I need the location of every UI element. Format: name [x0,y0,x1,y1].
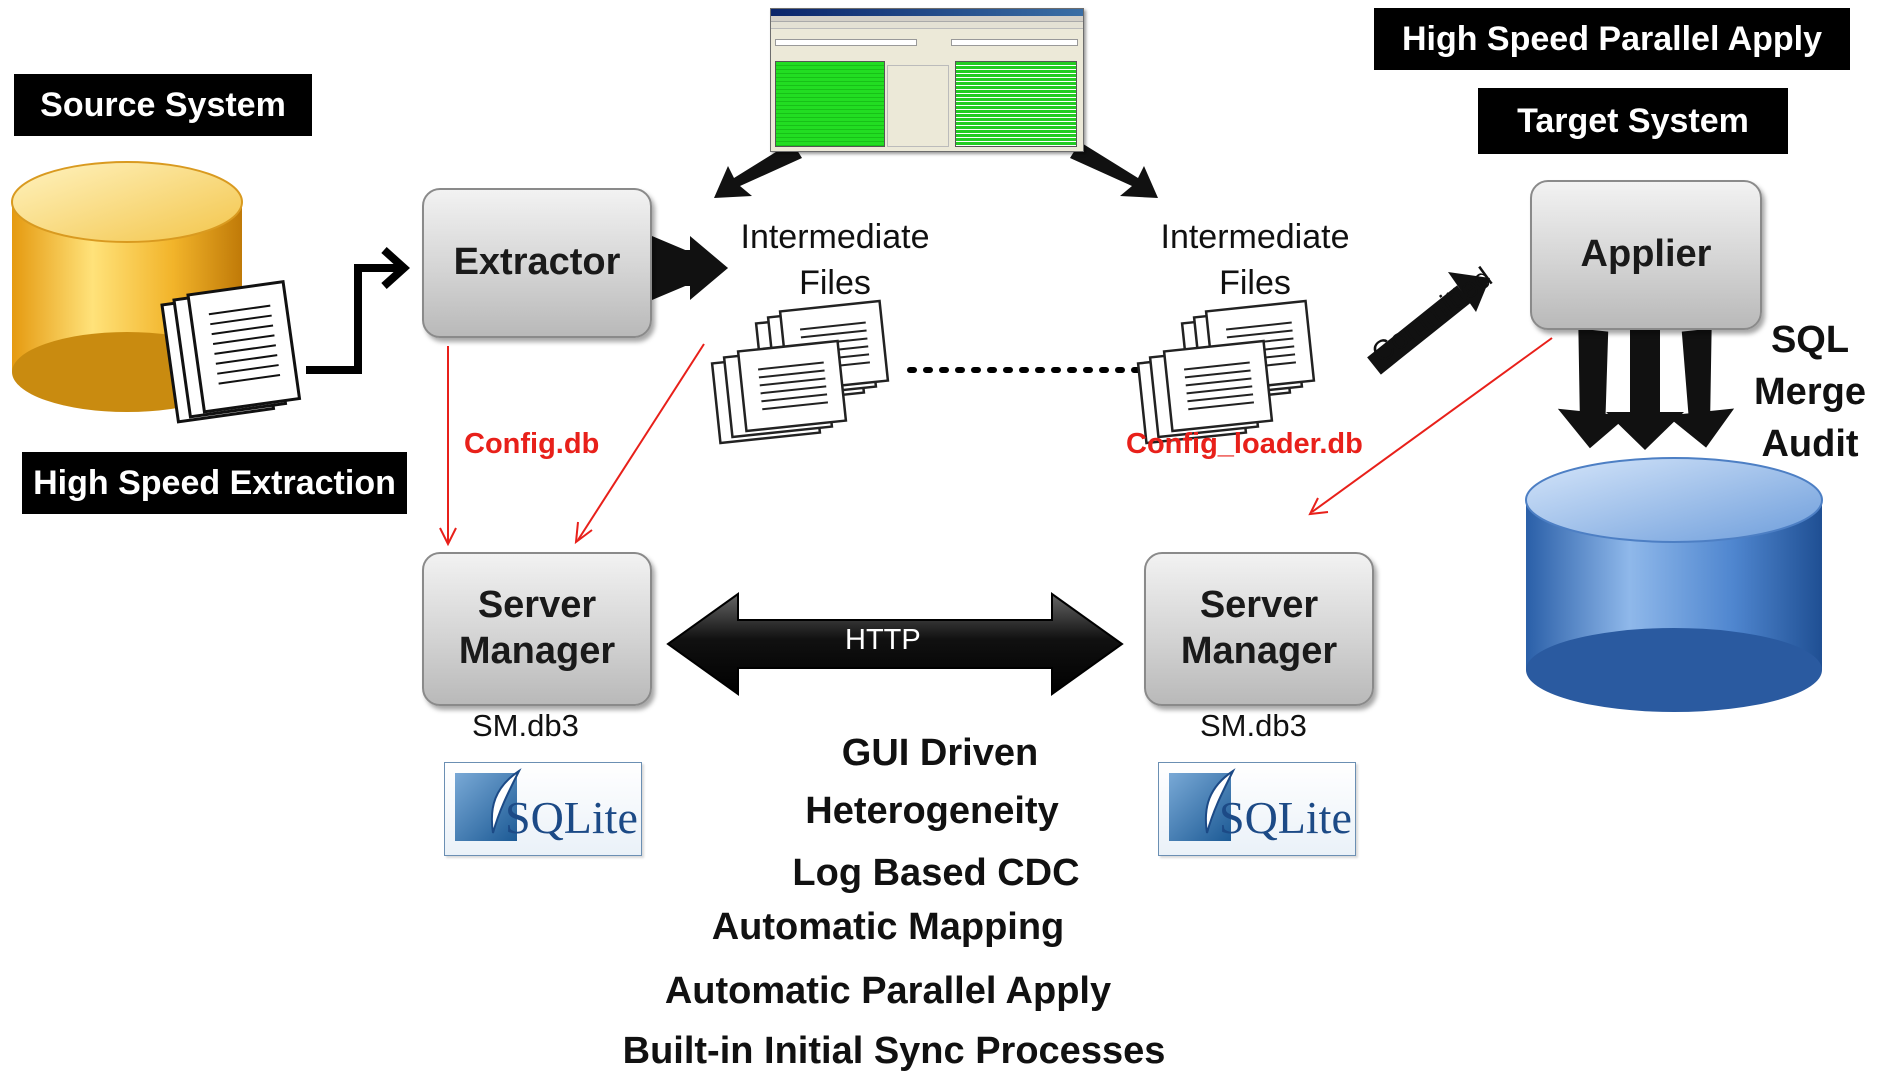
intermediate-files-right-icon [1136,299,1316,445]
target-database-icon [1525,457,1823,712]
sm-db-right-label: SM.db3 [1200,708,1307,743]
config-db-arrows [439,337,1553,547]
high-speed-parallel-apply-label: High Speed Parallel Apply [1374,8,1850,70]
feature-initial-sync: Built-in Initial Sync Processes [622,1030,1166,1072]
high-speed-extraction-label: High Speed Extraction [22,452,407,514]
server-manager-right-box: Server Manager [1144,552,1374,706]
extractor-label: Extractor [453,241,621,284]
http-label: HTTP [845,624,921,656]
source-to-extractor-arrow [306,247,410,374]
intermediate-files-right-label: Intermediate Files [1160,218,1350,302]
source-system-label: Source System [14,74,312,136]
server-manager-right-line2: Manager [1180,630,1338,672]
extractor-to-files-arrow [652,236,728,300]
gui-arrow-left [714,142,802,198]
feather-icon [490,768,522,834]
http-double-arrow [666,592,1124,696]
applier-down-arrows [1557,328,1735,450]
gui-arrow-right [1070,142,1158,198]
server-manager-left-line2: Manager [458,630,616,672]
committed-arrow [1367,272,1490,375]
intermediate-files-left-icon [710,299,890,445]
applier-box: Applier [1530,180,1762,330]
feature-automatic-parallel-apply: Automatic Parallel Apply [664,970,1112,1012]
apply-modes-label: SQL Merge Audit [1754,319,1866,465]
gui-screenshot [770,8,1084,152]
feather-icon [1204,768,1236,834]
source-documents-icon [160,279,302,424]
feature-automatic-mapping: Automatic Mapping [711,906,1065,948]
target-system-label: Target System [1478,88,1788,154]
config-loader-db-label: Config_loader.db [1126,428,1363,460]
extractor-box: Extractor [422,188,652,338]
feature-gui-driven: GUI Driven [841,732,1039,774]
sqlite-logo-left: SQLite [444,762,642,856]
sm-db-left-label: SM.db3 [472,708,579,743]
config-db-label: Config.db [464,428,600,460]
server-manager-left-line1: Server [477,584,597,627]
feature-log-based-cdc: Log Based CDC [792,852,1080,894]
server-manager-left-box: Server Manager [422,552,652,706]
server-manager-right-line1: Server [1199,584,1319,627]
intermediate-files-left-label: Intermediate Files [740,218,930,302]
sqlite-logo-right: SQLite [1158,762,1356,856]
applier-label: Applier [1580,233,1712,276]
feature-heterogeneity: Heterogeneity [805,790,1059,832]
